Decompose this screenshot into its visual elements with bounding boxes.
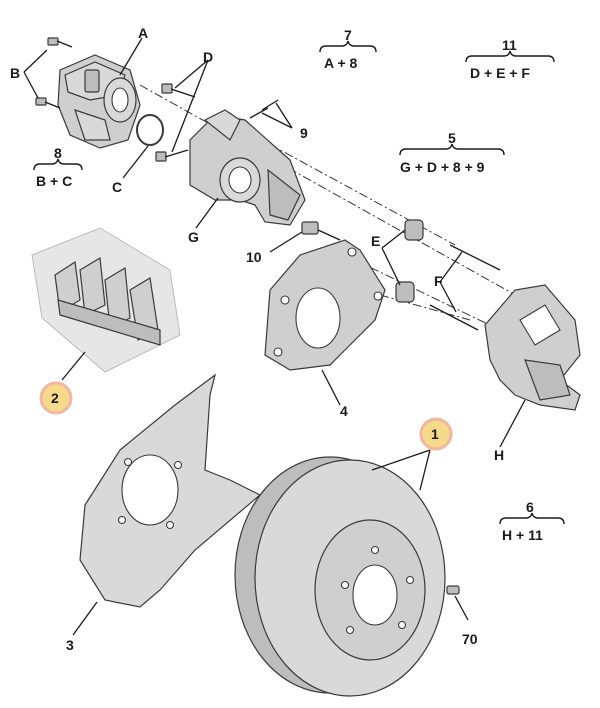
kit-6-formula: H + 11 — [502, 527, 543, 543]
kit-11-formula: D + E + F — [470, 65, 530, 81]
bolt-10[interactable] — [301, 221, 341, 241]
label-f: F — [434, 273, 443, 289]
disc-screw-70[interactable] — [446, 585, 460, 595]
kit-11-number: 11 — [502, 37, 517, 53]
bolt-b-lower[interactable] — [35, 97, 61, 109]
bolt-d-lower[interactable] — [155, 149, 189, 162]
kit-5-number: 5 — [448, 130, 456, 146]
kit-7-number: 7 — [344, 27, 352, 43]
label-b: B — [10, 65, 20, 81]
kit-7-formula: A + 8 — [324, 55, 358, 71]
bleed-screw-9-b[interactable] — [261, 99, 279, 111]
guide-boot-e-upper[interactable] — [404, 219, 424, 241]
kit-8-number: 8 — [54, 145, 62, 161]
bleed-screw-9-a[interactable] — [249, 107, 269, 119]
label-70: 70 — [462, 631, 478, 647]
label-2: 2 — [51, 390, 59, 406]
kit-6-number: 6 — [526, 499, 534, 515]
label-c: C — [112, 179, 122, 195]
dust-shield-3[interactable] — [79, 373, 262, 608]
label-3: 3 — [66, 637, 74, 653]
label-10: 10 — [246, 249, 262, 265]
label-e: E — [371, 233, 380, 249]
brake-disc-1[interactable] — [234, 456, 446, 697]
caliper-body-g[interactable] — [189, 109, 306, 226]
guide-boot-e-lower[interactable] — [395, 281, 415, 303]
bolt-b-upper[interactable] — [47, 37, 73, 48]
caliper-bracket-h[interactable] — [484, 284, 581, 411]
o-ring-c[interactable] — [136, 114, 164, 146]
guide-pin-f-upper[interactable] — [449, 244, 501, 271]
bolt-d-upper[interactable] — [161, 83, 196, 98]
label-h: H — [494, 447, 504, 463]
label-4: 4 — [340, 403, 348, 419]
label-1: 1 — [431, 426, 439, 442]
label-9: 9 — [300, 125, 308, 141]
kit-braces — [33, 40, 565, 525]
label-a: A — [138, 25, 148, 41]
label-d: D — [203, 49, 213, 65]
highlight-circle-2 — [39, 381, 73, 415]
brake-pad-set[interactable] — [31, 227, 181, 373]
leader-lines — [23, 37, 526, 636]
kit-8-formula: B + C — [36, 173, 72, 189]
caliper-motor-unit[interactable] — [57, 54, 141, 149]
guide-pin-f-lower[interactable] — [429, 304, 479, 331]
label-g: G — [188, 229, 199, 245]
kit-5-formula: G + D + 8 + 9 — [400, 159, 485, 175]
caliper-carrier-4[interactable] — [264, 239, 386, 371]
highlight-circle-1 — [419, 417, 453, 451]
